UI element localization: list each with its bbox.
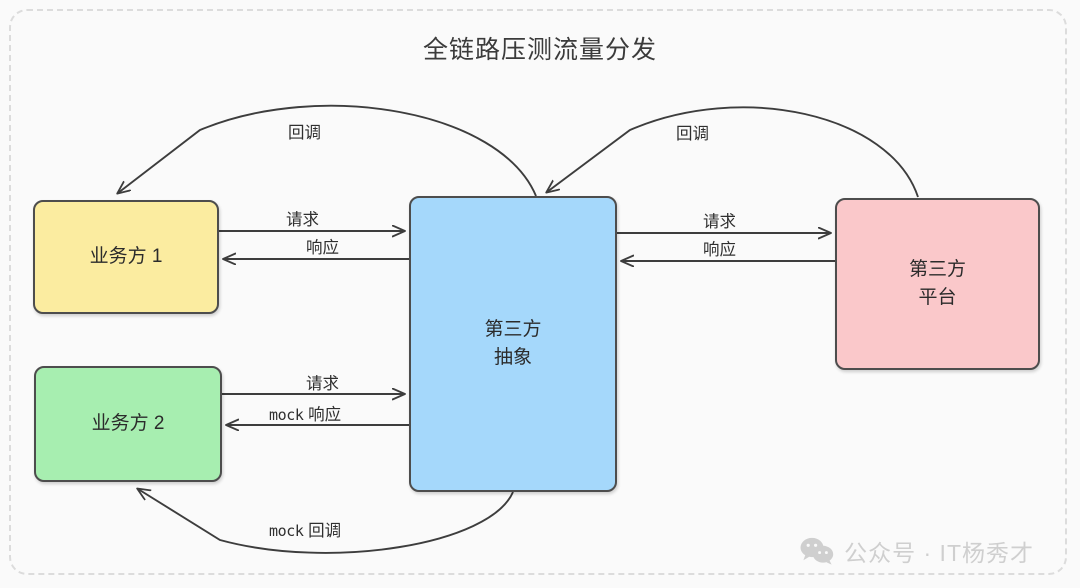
node-third-party-platform[interactable]: 第三方 平台	[835, 198, 1040, 370]
node-platform-label: 第三方 平台	[909, 256, 966, 313]
edge-label-biz1-callback: 回调	[288, 124, 321, 142]
edge-biz1-callback	[118, 104, 537, 197]
edge-label-biz1-request: 请求	[286, 211, 319, 229]
edge-label-biz2-mock-response-cjk: 响应	[308, 406, 342, 424]
edge-label-biz2-request: 请求	[306, 375, 339, 393]
node-biz1-label: 业务方 1	[89, 245, 163, 267]
node-abstract-label-line2: 抽象	[493, 347, 532, 368]
node-platform-label-line1: 第三方	[908, 258, 966, 280]
edge-biz2-mock-callback	[138, 489, 514, 554]
edge-label-platform-response: 响应	[703, 241, 736, 259]
node-abstract-label-line1: 第三方	[484, 318, 542, 340]
edge-label-biz2-mock-callback-cjk: 回调	[308, 522, 342, 540]
edge-label-platform-callback: 回调	[676, 125, 709, 143]
edge-label-biz2-mock-response-mono: mock	[269, 406, 304, 424]
watermark-text: 公众号 · IT杨秀才	[844, 540, 1034, 566]
edge-label-biz2-mock-response: mock 响应	[269, 401, 341, 425]
node-third-party-abstract[interactable]: 第三方 抽象	[409, 196, 617, 492]
node-abstract-label: 第三方 抽象	[484, 316, 541, 373]
edge-label-biz2-mock-callback: mock 回调	[269, 517, 341, 541]
node-biz1[interactable]: 业务方 1	[33, 200, 219, 314]
edge-platform-callback	[547, 106, 919, 198]
diagram-title: 全链路压测流量分发	[422, 36, 657, 64]
edge-label-biz1-response: 响应	[306, 239, 339, 257]
watermark: 公众号 · IT杨秀才	[800, 534, 1034, 568]
edge-label-platform-request: 请求	[703, 213, 736, 231]
node-biz2-label: 业务方 2	[91, 412, 165, 434]
edge-label-biz2-mock-callback-mono: mock	[269, 522, 304, 540]
wechat-icon	[800, 537, 834, 565]
node-biz2[interactable]: 业务方 2	[34, 366, 222, 482]
node-platform-label-line2: 平台	[918, 287, 957, 308]
